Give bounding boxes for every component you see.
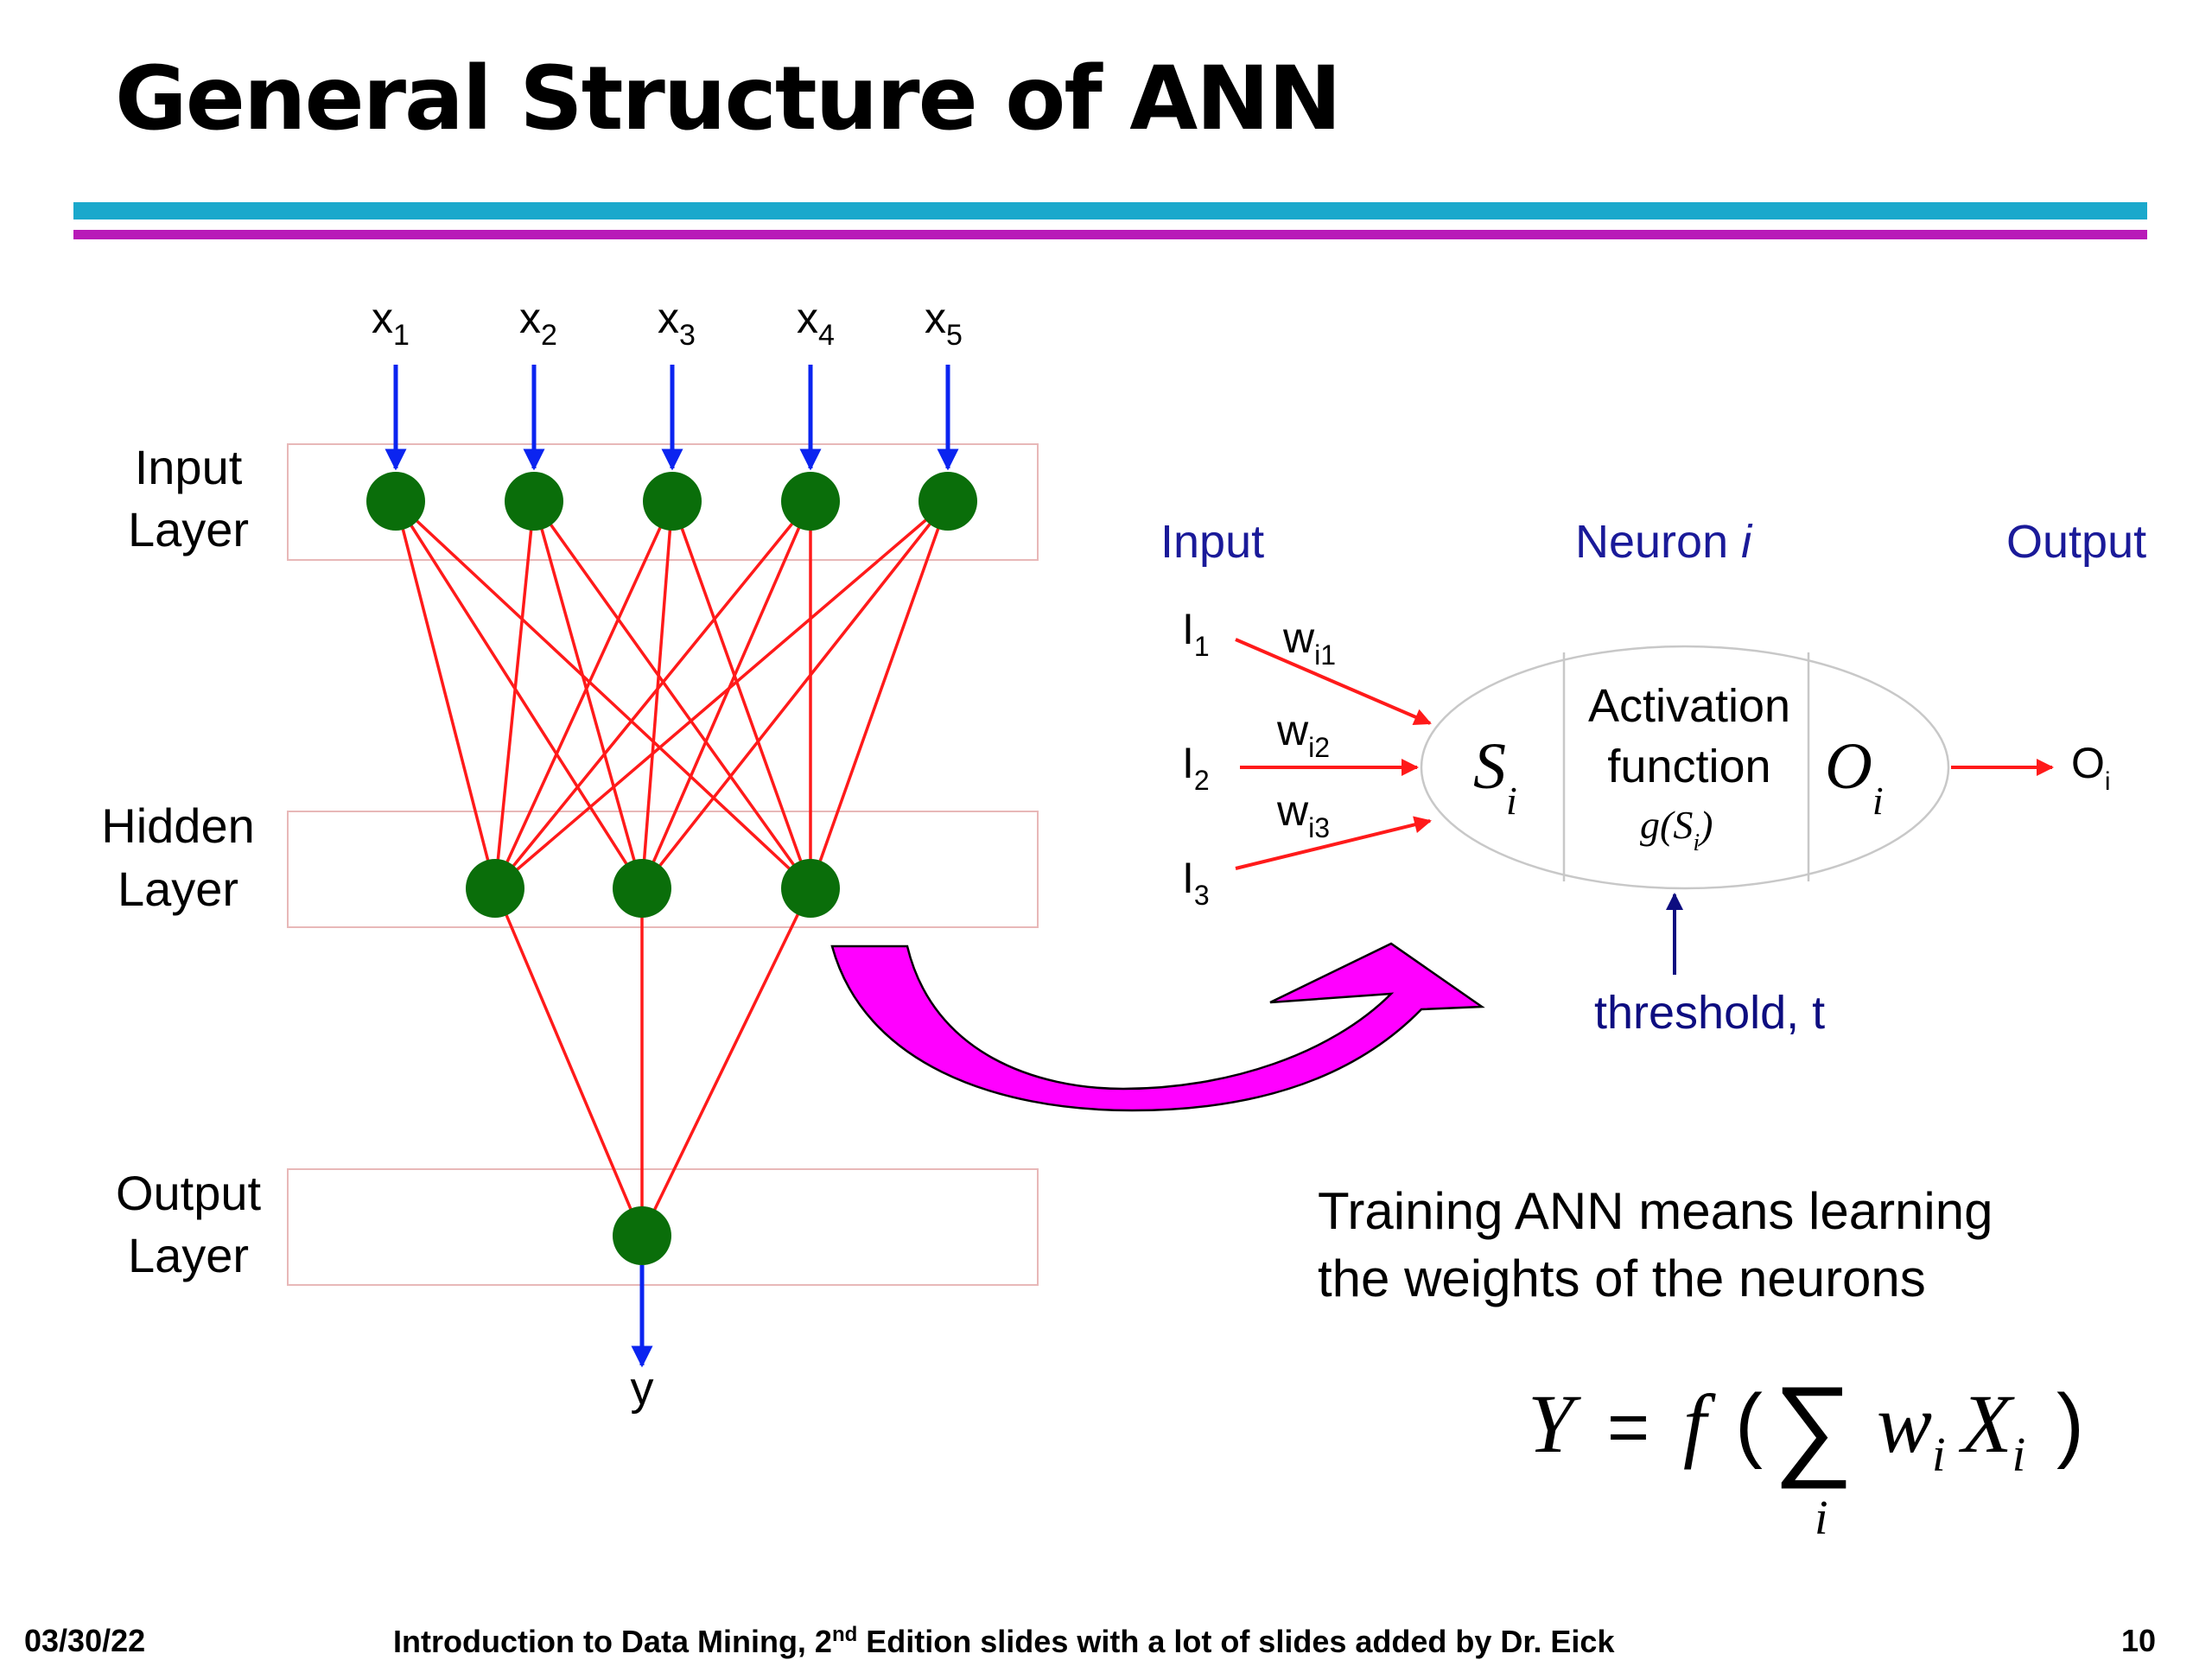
edge bbox=[394, 500, 644, 889]
edge bbox=[394, 500, 497, 889]
formula-index: i bbox=[1815, 1491, 1828, 1545]
neuron-ellipse bbox=[1420, 645, 1950, 890]
edge bbox=[493, 887, 644, 1237]
edge bbox=[640, 887, 812, 1237]
input-var-x3: x3 bbox=[658, 294, 696, 352]
activation-line1: Activation bbox=[1588, 680, 1790, 732]
neuron-sum: Si bbox=[1473, 730, 1517, 823]
hidden-node-1 bbox=[466, 859, 524, 918]
edge bbox=[640, 499, 950, 890]
formula-open-paren: ( bbox=[1735, 1377, 1763, 1470]
hidden-layer-label-line2: Layer bbox=[118, 862, 238, 916]
formula-close-paren: ) bbox=[2056, 1377, 2084, 1470]
title-underline-magenta bbox=[73, 230, 2147, 239]
weight-label-3: wi3 bbox=[1276, 786, 1330, 843]
input-node-5 bbox=[918, 472, 977, 531]
neuron-input-3: I3 bbox=[1182, 854, 1210, 911]
hidden-layer-label-line1: Hidden bbox=[101, 798, 254, 853]
hidden-node-2 bbox=[613, 859, 671, 918]
formula-x: Xi bbox=[1958, 1377, 2025, 1482]
output-layer-label-line2: Layer bbox=[128, 1228, 249, 1282]
neuron-input-2: I2 bbox=[1182, 739, 1210, 796]
footer-page-number: 10 bbox=[2121, 1623, 2157, 1658]
threshold-label: threshold, t bbox=[1594, 987, 1825, 1039]
formula-equals: = bbox=[1607, 1386, 1649, 1467]
neuron-header-output: Output bbox=[2006, 516, 2146, 568]
edge bbox=[532, 499, 812, 890]
input-layer-label-line1: Input bbox=[135, 440, 243, 494]
neuron-input-arrow-1 bbox=[1235, 638, 1432, 726]
curved-transition-arrow bbox=[830, 942, 1485, 1112]
edge bbox=[671, 500, 812, 889]
input-node-1 bbox=[366, 472, 425, 531]
footer-date: 03/30/22 bbox=[24, 1623, 146, 1658]
footer-text-after: Edition slides with a lot of slides adde… bbox=[857, 1624, 1615, 1659]
activation-formula: g(Si) bbox=[1640, 803, 1713, 856]
neuron-input-arrow-3 bbox=[1235, 816, 1432, 870]
network-nodes bbox=[366, 472, 977, 1265]
input-node-4 bbox=[781, 472, 840, 531]
neuron-header-neuron: Neuron i bbox=[1575, 516, 1753, 568]
footer-text-before: Introduction to Data Mining, 2 bbox=[393, 1624, 832, 1659]
slide-title: General Structure of ANN bbox=[115, 48, 1342, 150]
output-var-y: y bbox=[631, 1363, 654, 1415]
edge bbox=[532, 500, 644, 889]
edge bbox=[493, 500, 674, 889]
output-layer-label-line1: Output bbox=[116, 1166, 262, 1220]
formula-w: wi bbox=[1877, 1377, 1946, 1482]
input-node-2 bbox=[505, 472, 563, 531]
formula-f: f bbox=[1683, 1377, 1716, 1470]
training-note-line2: the weights of the neurons bbox=[1318, 1250, 1926, 1307]
activation-line2: function bbox=[1607, 741, 1770, 792]
edge bbox=[640, 500, 812, 889]
hidden-output-edges bbox=[493, 887, 812, 1237]
edge bbox=[809, 500, 950, 889]
weight-label-2: wi2 bbox=[1276, 706, 1330, 763]
input-layer-box bbox=[287, 443, 1039, 561]
input-hidden-edges bbox=[394, 499, 950, 890]
training-note-line1: Training ANN means learning bbox=[1318, 1182, 1993, 1240]
formula-sigma: ∑ bbox=[1773, 1363, 1853, 1489]
edge bbox=[640, 500, 674, 889]
formula: Y = f ( ∑ i wi Xi ) bbox=[1528, 1363, 2084, 1545]
input-var-x1: x1 bbox=[372, 294, 410, 352]
edge bbox=[493, 500, 536, 889]
input-layer-label-line2: Layer bbox=[128, 502, 249, 557]
hidden-layer-box bbox=[287, 811, 1039, 928]
footer-text: Introduction to Data Mining, 2nd Edition… bbox=[393, 1623, 1614, 1660]
title-underline-cyan bbox=[73, 202, 2147, 219]
footer-text-sup: nd bbox=[831, 1623, 858, 1646]
edge bbox=[493, 499, 950, 890]
neuron-input-1: I1 bbox=[1182, 605, 1210, 662]
edge bbox=[394, 499, 812, 890]
input-var-x5: x5 bbox=[925, 294, 963, 352]
input-var-x4: x4 bbox=[797, 294, 835, 352]
neuron-result: Oi bbox=[2071, 739, 2111, 796]
output-node bbox=[613, 1206, 671, 1265]
neuron-output: Oi bbox=[1825, 730, 1884, 823]
input-node-3 bbox=[643, 472, 702, 531]
output-layer-box bbox=[287, 1168, 1039, 1286]
input-var-x2: x2 bbox=[519, 294, 557, 352]
neuron-header-input: Input bbox=[1160, 516, 1264, 568]
edge bbox=[493, 499, 812, 890]
weight-label-1: wi1 bbox=[1282, 614, 1336, 671]
formula-lhs: Y bbox=[1528, 1377, 1581, 1470]
hidden-node-3 bbox=[781, 859, 840, 918]
